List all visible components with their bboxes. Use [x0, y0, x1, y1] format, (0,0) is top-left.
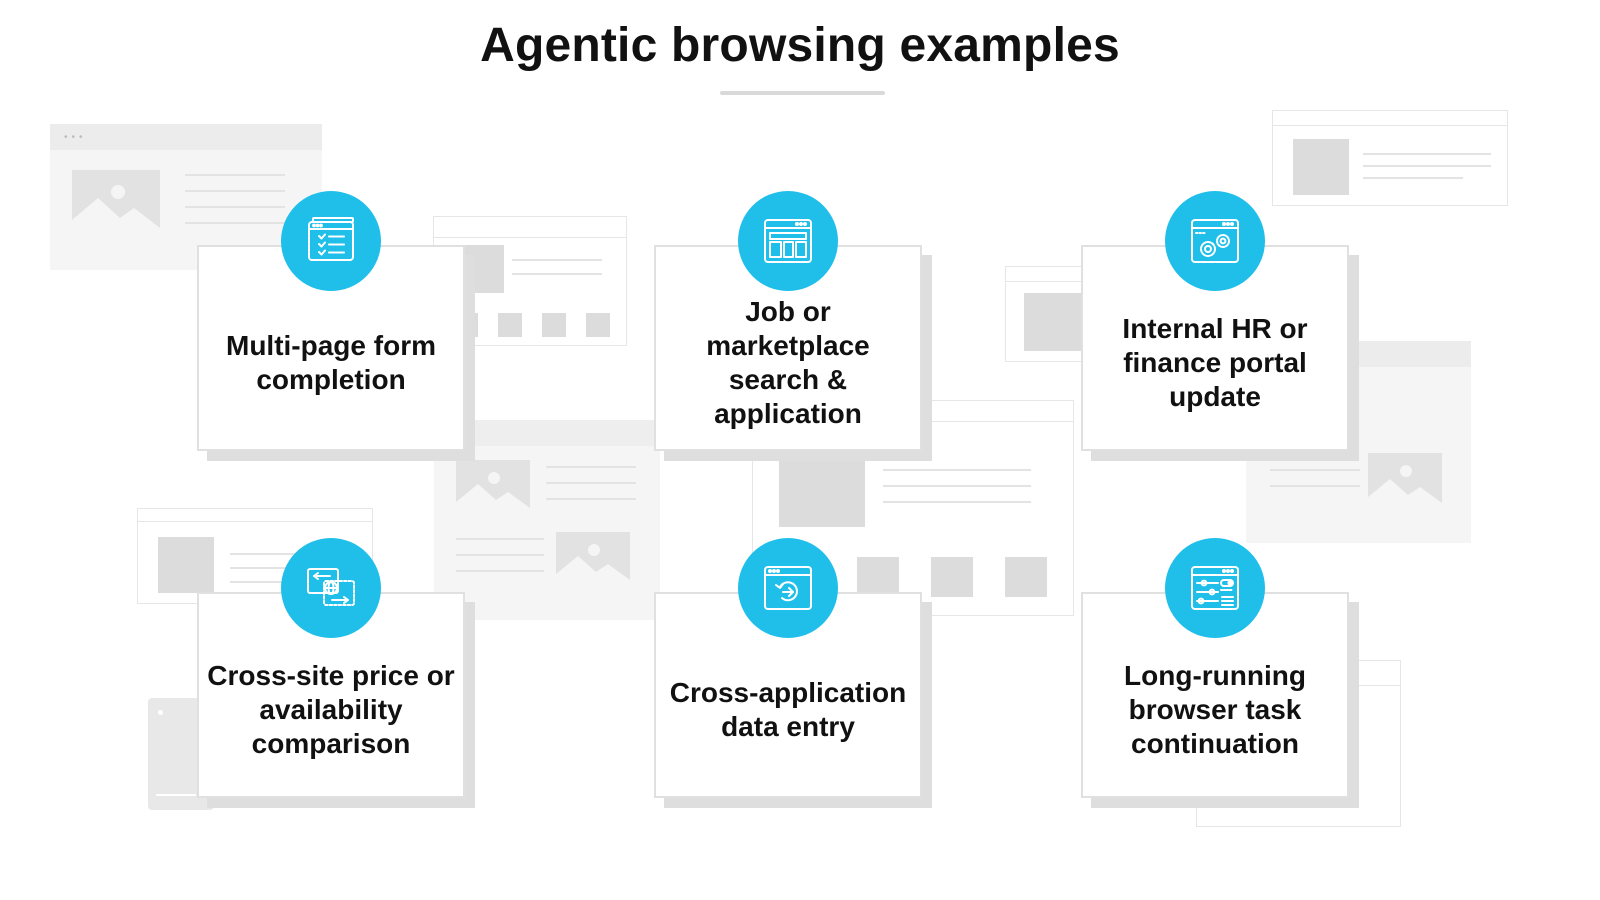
card-label: Long-running browser task continuation [1124, 660, 1306, 759]
layout-grid-icon [738, 191, 838, 291]
bg-browser-mockup [1005, 266, 1090, 362]
example-card: Long-running browser task continuation [1081, 592, 1349, 798]
bg-browser-mockup [1272, 110, 1508, 206]
card-label: Multi-page form completion [226, 330, 436, 395]
card-label: Cross-application data entry [669, 677, 907, 742]
sync-refresh-icon [738, 538, 838, 638]
form-checklist-icon [281, 191, 381, 291]
example-card: Internal HR or finance portal update [1081, 245, 1349, 451]
title-underline [720, 91, 885, 95]
bg-browser-mockup: ••• [50, 124, 322, 270]
page-title: Agentic browsing examples [480, 19, 1120, 72]
bg-browser-mockup [434, 420, 660, 620]
card-label: Job or marketplace search & application [706, 296, 870, 429]
settings-gears-icon [1165, 191, 1265, 291]
card-label: Cross-site price or availability compari… [207, 660, 455, 759]
card-label: Internal HR or finance portal update [1122, 313, 1308, 412]
globe-compare-icon [281, 538, 381, 638]
sliders-toggle-icon [1165, 538, 1265, 638]
